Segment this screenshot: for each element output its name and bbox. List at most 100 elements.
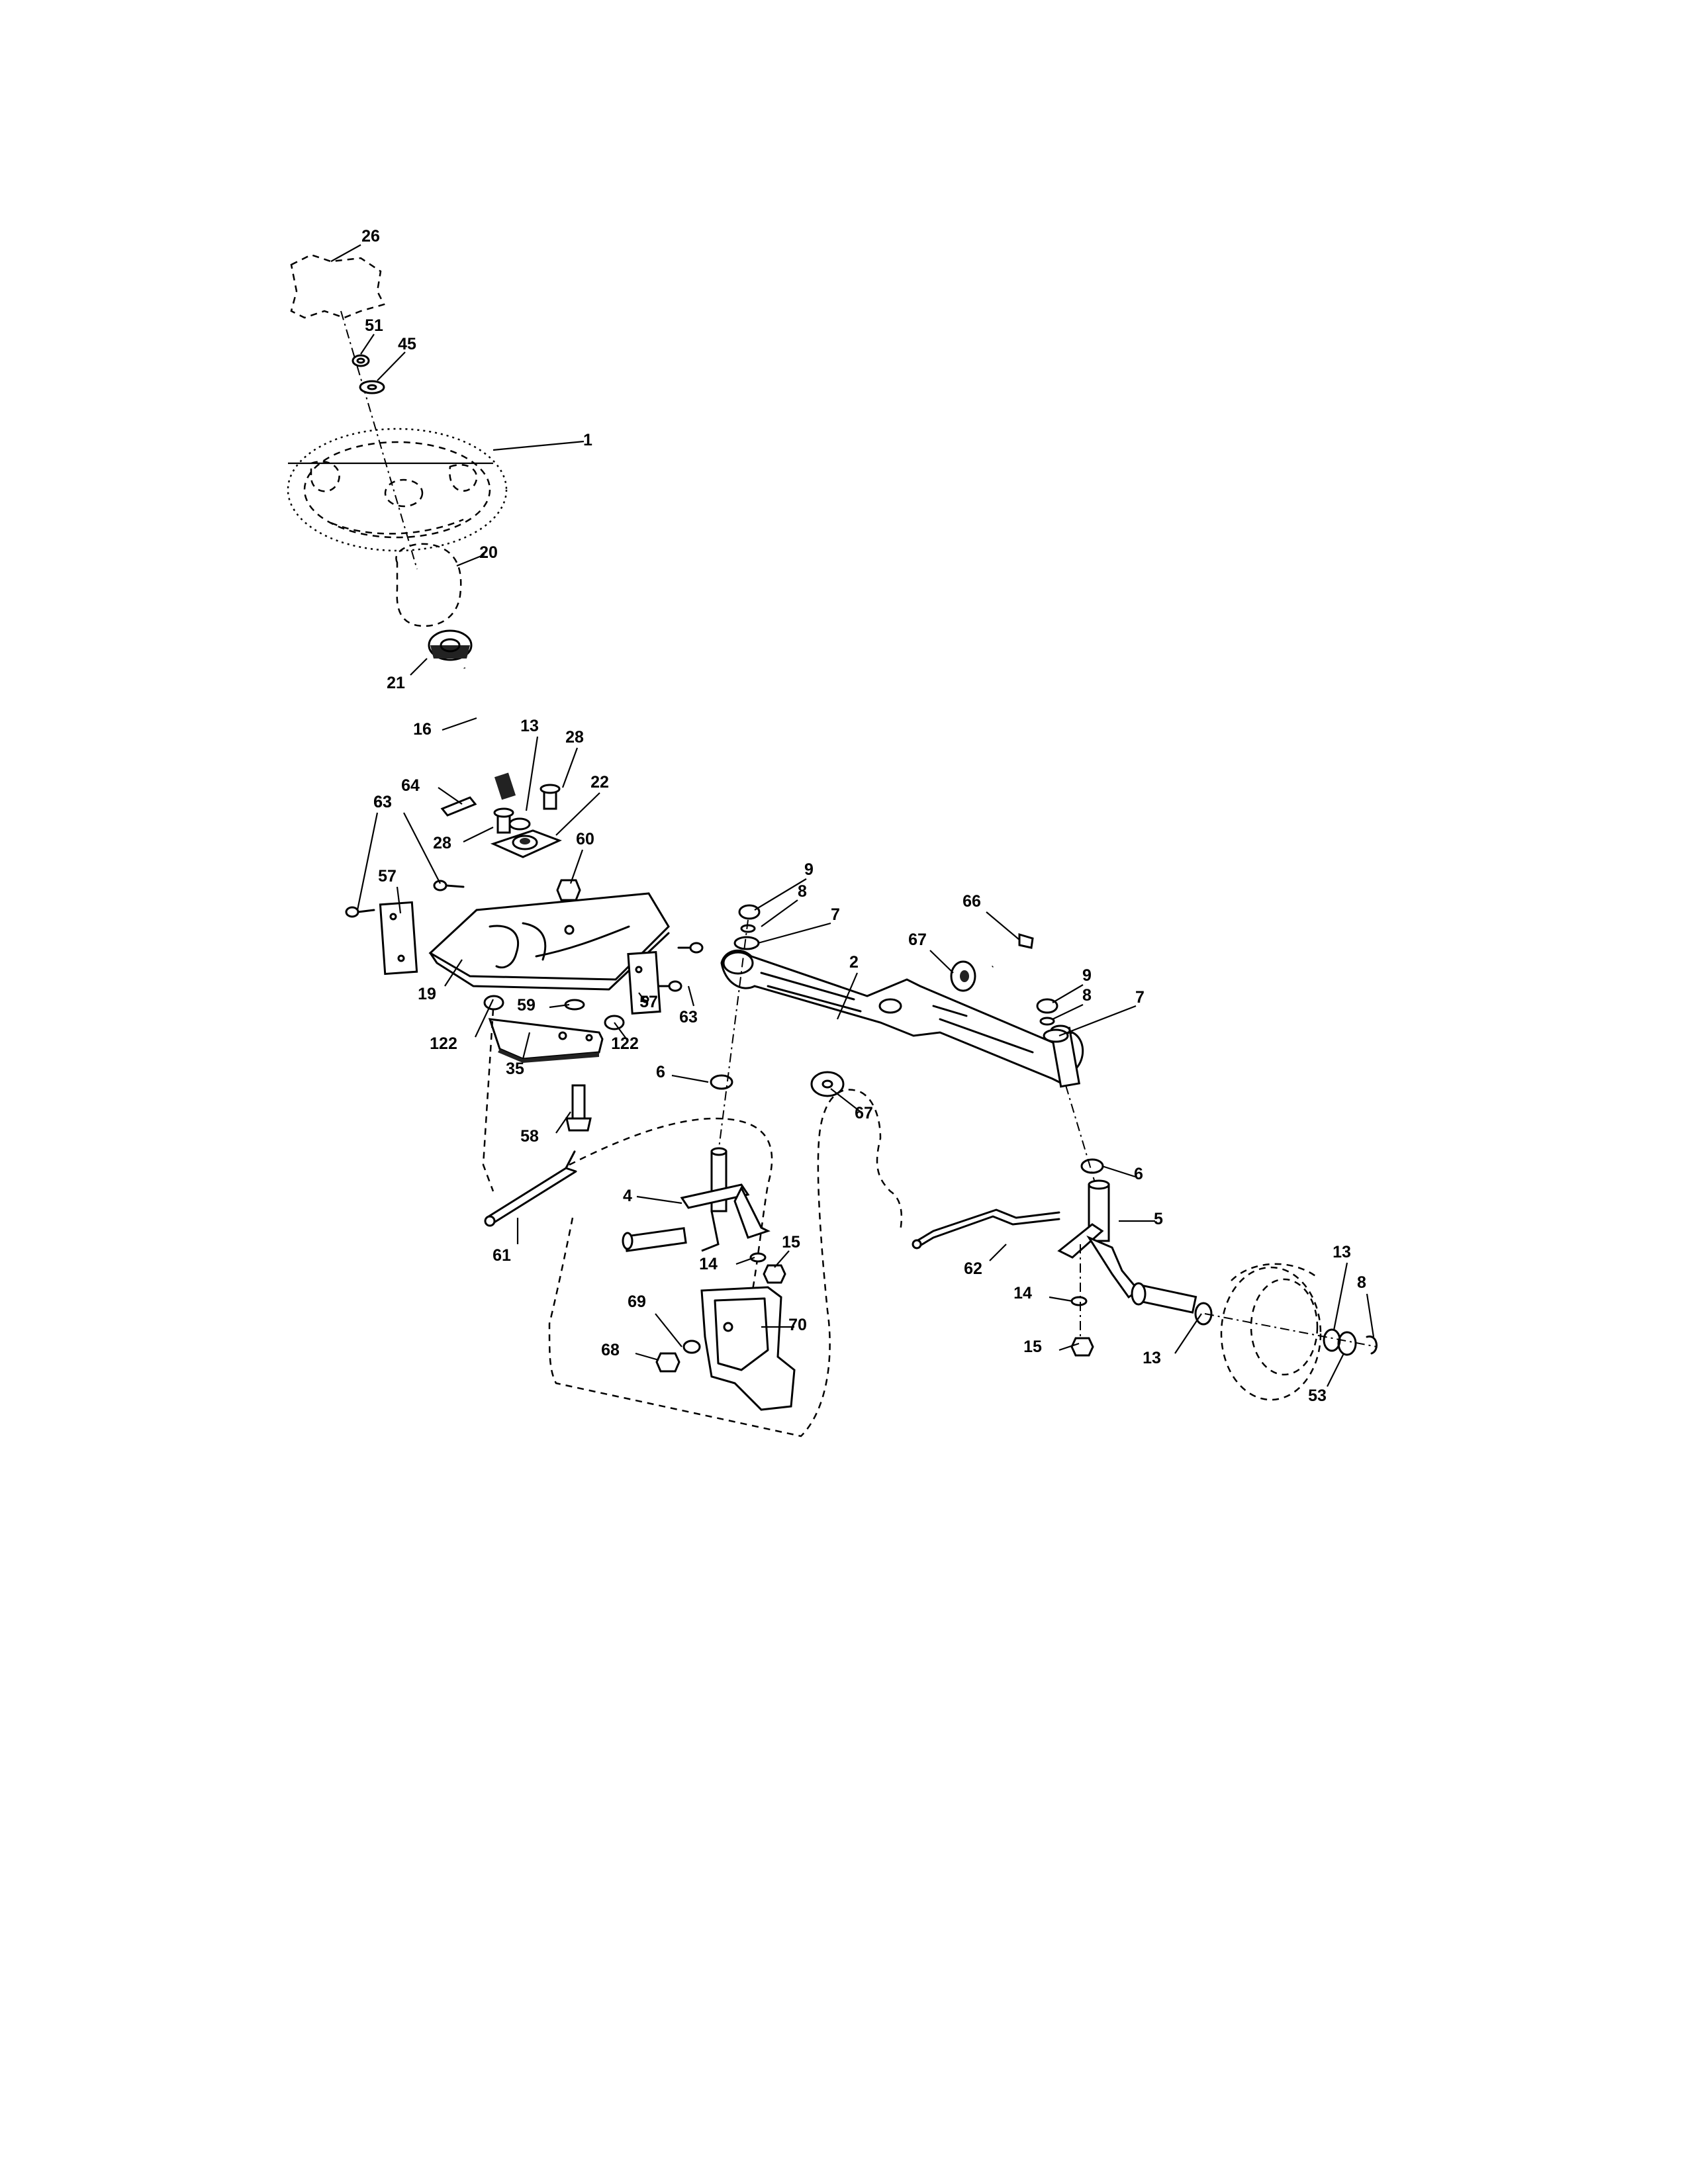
spacer-plate-part: [379, 901, 418, 976]
washer-part: [682, 1340, 701, 1354]
leader-line: [687, 985, 695, 1007]
callout-number: 66: [962, 892, 981, 911]
callout-number: 1: [583, 431, 592, 449]
leader-line: [403, 812, 441, 884]
callout-c-14a: 14: [699, 1255, 755, 1273]
callout-number: 13: [520, 717, 539, 735]
callout-number: 2: [849, 953, 859, 972]
leader-line: [1058, 1342, 1080, 1351]
callout-number: 15: [1023, 1338, 1042, 1356]
bolt-part: [539, 784, 561, 810]
leader-line: [774, 1250, 790, 1268]
callout-c-70: 70: [761, 1316, 807, 1334]
tie-rod-part: [912, 1208, 1060, 1250]
pin-part: [440, 796, 477, 817]
callout-number: 122: [430, 1034, 457, 1053]
callout-c-57b: 57: [638, 992, 658, 1011]
callout-c-60: 60: [569, 830, 594, 884]
callout-number: 6: [656, 1063, 665, 1081]
callout-number: 13: [1333, 1243, 1351, 1261]
leader-line: [989, 1244, 1007, 1261]
leader-line: [475, 999, 494, 1038]
callout-c-35: 35: [506, 1032, 531, 1078]
phantom-outline: [482, 1009, 903, 1437]
callout-c-6b: 6: [1102, 1165, 1143, 1183]
callout-number: 13: [1143, 1349, 1161, 1367]
callout-c-14b: 14: [1013, 1284, 1073, 1302]
axle-centerline: [1065, 1085, 1096, 1185]
callout-c-57a: 57: [378, 867, 402, 914]
leader-line: [735, 1256, 755, 1265]
leader-line: [1052, 1004, 1084, 1020]
drag-link-part: [484, 1150, 577, 1227]
leader-line: [525, 736, 539, 811]
callout-number: 53: [1308, 1387, 1327, 1405]
callout-number: 7: [1135, 988, 1145, 1007]
bushing-part: [483, 995, 504, 1011]
leader-line: [555, 792, 600, 836]
callout-c-15b: 15: [1023, 1338, 1080, 1356]
leader-line: [410, 658, 428, 676]
screw-part: [677, 942, 704, 954]
callout-c-9a: 9: [754, 860, 814, 911]
callout-c-63a: 63: [356, 793, 392, 911]
callout-number: 28: [433, 834, 451, 852]
callout-c-64: 64: [401, 776, 463, 805]
insert-cap-part: [290, 253, 385, 319]
callout-number: 57: [639, 993, 658, 1011]
leader-line: [638, 992, 647, 1003]
callout-c-66: 66: [962, 892, 1020, 940]
callout-number: 122: [611, 1034, 639, 1053]
callout-c-9b: 9: [1052, 966, 1092, 1003]
callout-number: 63: [679, 1008, 698, 1026]
callout-c-62: 62: [964, 1244, 1007, 1278]
callout-c-28b: 28: [433, 827, 494, 852]
leader-line: [655, 1313, 682, 1347]
callout-c-8b: 8: [1052, 986, 1092, 1020]
callout-number: 62: [964, 1259, 982, 1278]
callout-number: 7: [831, 905, 840, 924]
callout-c-59: 59: [517, 996, 570, 1015]
callout-c-58: 58: [520, 1111, 571, 1146]
leader-line: [522, 1032, 531, 1060]
leader-line: [614, 1022, 626, 1038]
callout-number: 15: [782, 1233, 800, 1251]
pinion-gear-part: [428, 629, 473, 661]
leader-line: [555, 1111, 571, 1134]
callout-number: 4: [623, 1187, 632, 1205]
callout-number: 67: [855, 1104, 873, 1122]
nut-part: [763, 1264, 786, 1284]
spacer-plate-part: [627, 951, 661, 1015]
callout-c-28a: 28: [561, 728, 584, 788]
leader-line: [986, 911, 1020, 940]
callout-c-4: 4: [623, 1187, 682, 1205]
nut-part: [556, 879, 581, 901]
callout-c-8a: 8: [761, 882, 807, 927]
callout-number: 19: [418, 985, 436, 1003]
nut-part: [655, 1352, 680, 1373]
leader-line: [929, 950, 954, 974]
flange-bearing-part: [490, 829, 562, 858]
pivot-bolt-part: [992, 933, 1034, 968]
callout-c-51: 51: [360, 316, 383, 355]
leader-line: [1327, 1353, 1344, 1387]
washer-part: [733, 936, 760, 950]
callout-number: 16: [413, 720, 432, 739]
sector-gear-part: [488, 1018, 604, 1063]
callout-number: 69: [628, 1293, 646, 1311]
callout-c-1: 1: [492, 431, 592, 451]
leader-line: [549, 1003, 570, 1009]
washer-part: [1043, 1028, 1069, 1043]
leader-line: [830, 1088, 861, 1113]
callout-number: 21: [387, 674, 405, 692]
washer-part: [1337, 1331, 1357, 1356]
leader-line: [456, 553, 485, 567]
callout-number: 26: [361, 227, 380, 246]
callout-number: 8: [1082, 986, 1092, 1005]
leader-line: [444, 959, 463, 987]
callout-number: 22: [590, 773, 609, 792]
ring-part: [1039, 1017, 1055, 1026]
callout-number: 60: [576, 830, 594, 848]
